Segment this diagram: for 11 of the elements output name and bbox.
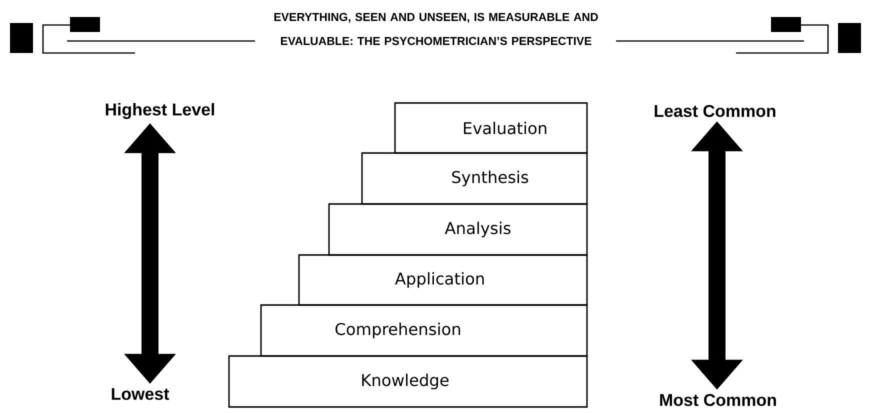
stair-step: Application bbox=[298, 254, 588, 306]
title: EVERYTHING, SEEN AND UNSEEN, IS MEASURABLE AND EVALUABLE: THE PSYCHOMETRICIAN’S PERSPECTIVE bbox=[274, 12, 598, 46]
scale-label: Lowest bbox=[112, 388, 170, 400]
stair-step: Synthesis bbox=[361, 152, 588, 205]
stair-step: Evaluation bbox=[394, 102, 588, 154]
stair-step: Analysis bbox=[328, 203, 588, 256]
stair-step: Comprehension bbox=[260, 304, 588, 357]
scale-label: Least Common bbox=[654, 104, 776, 118]
scale-label: Highest Level bbox=[106, 103, 214, 119]
stair-step: Knowledge bbox=[228, 355, 588, 408]
scale-label: Most Common bbox=[660, 394, 776, 406]
